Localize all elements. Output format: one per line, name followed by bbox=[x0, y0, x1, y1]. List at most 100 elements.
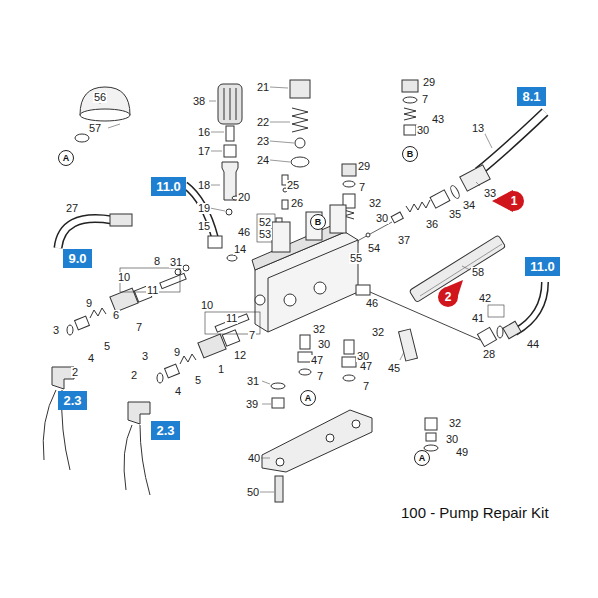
callout-number: 30 bbox=[416, 125, 430, 136]
callout-number: 10 bbox=[200, 300, 214, 311]
base-plate bbox=[352, 420, 360, 428]
side-fittings-lower bbox=[157, 312, 260, 383]
section-ref: 11.0 bbox=[525, 257, 560, 276]
leader-lines bbox=[400, 352, 404, 360]
top-plugs bbox=[343, 181, 355, 187]
callout-number: 15 bbox=[197, 221, 211, 232]
connection-mark: B bbox=[310, 214, 326, 230]
callout-number: 47 bbox=[359, 361, 373, 372]
leader-lines bbox=[210, 208, 225, 211]
reservoir-cap bbox=[80, 109, 130, 121]
callout-number: 2 bbox=[71, 367, 79, 378]
callout-number: 37 bbox=[397, 235, 411, 246]
callout-number: 22 bbox=[256, 117, 270, 128]
outlet-fittings bbox=[497, 326, 503, 338]
callout-number: 14 bbox=[233, 244, 247, 255]
node-text: A bbox=[305, 394, 312, 403]
base-plate bbox=[262, 410, 372, 472]
callout-badge: 1 bbox=[504, 191, 524, 211]
section-ref: 8.1 bbox=[517, 87, 546, 106]
node-text: 11.0 bbox=[156, 180, 181, 193]
callout-number: 4 bbox=[174, 386, 182, 397]
top-plugs bbox=[402, 80, 418, 92]
hoses bbox=[478, 112, 545, 172]
callout-number: 7 bbox=[316, 371, 324, 382]
callout-number: 53 bbox=[258, 229, 272, 240]
callout-number: 7 bbox=[421, 94, 429, 105]
outlet-fittings bbox=[477, 305, 521, 347]
callout-number: 32 bbox=[368, 198, 382, 209]
section-ref: 2.3 bbox=[151, 421, 180, 440]
callout-number: 6 bbox=[112, 310, 120, 321]
connection-mark: A bbox=[58, 150, 74, 166]
callout-number: 55 bbox=[349, 253, 363, 264]
callout-number: 52 bbox=[258, 217, 272, 228]
connection-mark: B bbox=[402, 146, 418, 162]
section-ref: 9.0 bbox=[63, 249, 92, 268]
side-fittings-upper bbox=[90, 308, 106, 318]
hoses bbox=[208, 236, 222, 248]
pressure-wand-parts bbox=[420, 244, 502, 296]
node-text: A bbox=[419, 454, 426, 463]
connection-mark: A bbox=[414, 450, 430, 466]
unloader-assembly bbox=[222, 162, 238, 200]
callout-number: 32 bbox=[448, 418, 462, 429]
callout-number: 39 bbox=[245, 399, 259, 410]
side-fittings-upper bbox=[110, 288, 138, 312]
callout-number: 40 bbox=[247, 453, 261, 464]
thermal-sensors bbox=[124, 425, 150, 495]
callout-number: 3 bbox=[52, 325, 60, 336]
callout-number: 33 bbox=[483, 188, 497, 199]
callout-number: 1 bbox=[217, 364, 225, 375]
callout-number: 36 bbox=[425, 219, 439, 230]
reservoir-cap bbox=[75, 134, 89, 142]
leader-lines bbox=[210, 185, 220, 186]
unloader-assembly bbox=[218, 80, 310, 242]
callout-number: 47 bbox=[310, 355, 324, 366]
callout-number: 30 bbox=[375, 213, 389, 224]
top-plugs bbox=[342, 164, 356, 176]
callout-number: 32 bbox=[312, 324, 326, 335]
callout-number: 21 bbox=[256, 82, 270, 93]
callout-number: 24 bbox=[256, 155, 270, 166]
outlet-fittings bbox=[477, 327, 496, 346]
reservoir-cap bbox=[75, 87, 130, 142]
top-plugs bbox=[404, 125, 416, 135]
leader-lines bbox=[209, 101, 216, 102]
callout-number: 45 bbox=[387, 363, 401, 374]
inlet-fittings bbox=[430, 190, 450, 208]
callout-number: 19 bbox=[197, 203, 211, 214]
callout-number: 9 bbox=[85, 298, 93, 309]
unloader-assembly bbox=[224, 88, 225, 120]
leader-lines bbox=[210, 132, 224, 133]
callout-number: 5 bbox=[194, 375, 202, 386]
outlet-fittings bbox=[488, 305, 504, 317]
callout-number: 9 bbox=[173, 347, 181, 358]
callout-number: 16 bbox=[197, 127, 211, 138]
callout-number: 42 bbox=[478, 293, 492, 304]
callout-number: 32 bbox=[371, 327, 385, 338]
callout-number: 46 bbox=[237, 227, 251, 238]
unloader-assembly bbox=[230, 88, 231, 120]
pump-manifold bbox=[330, 205, 346, 233]
check-valves bbox=[399, 329, 418, 361]
pump-manifold bbox=[356, 285, 370, 295]
hoses bbox=[478, 112, 545, 172]
callout-badge: 2 bbox=[438, 287, 458, 307]
check-valves bbox=[342, 357, 356, 367]
kit-note: 100 - Pump Repair Kit bbox=[400, 505, 550, 520]
callout-number: 7 bbox=[358, 182, 366, 193]
leader-lines bbox=[476, 182, 480, 186]
side-fittings-lower bbox=[157, 373, 163, 383]
top-plugs bbox=[403, 97, 417, 103]
side-fittings-lower bbox=[215, 314, 249, 332]
outlet-fittings bbox=[503, 321, 521, 338]
leader-lines bbox=[262, 404, 271, 405]
callout-number: 44 bbox=[526, 339, 540, 350]
side-fittings-upper bbox=[75, 316, 90, 330]
node-text: 2.3 bbox=[63, 394, 81, 407]
unloader-assembly bbox=[236, 88, 237, 120]
callout-number: 7 bbox=[135, 322, 143, 333]
callout-number: 25 bbox=[286, 180, 300, 191]
thermal-sensors bbox=[43, 367, 150, 495]
